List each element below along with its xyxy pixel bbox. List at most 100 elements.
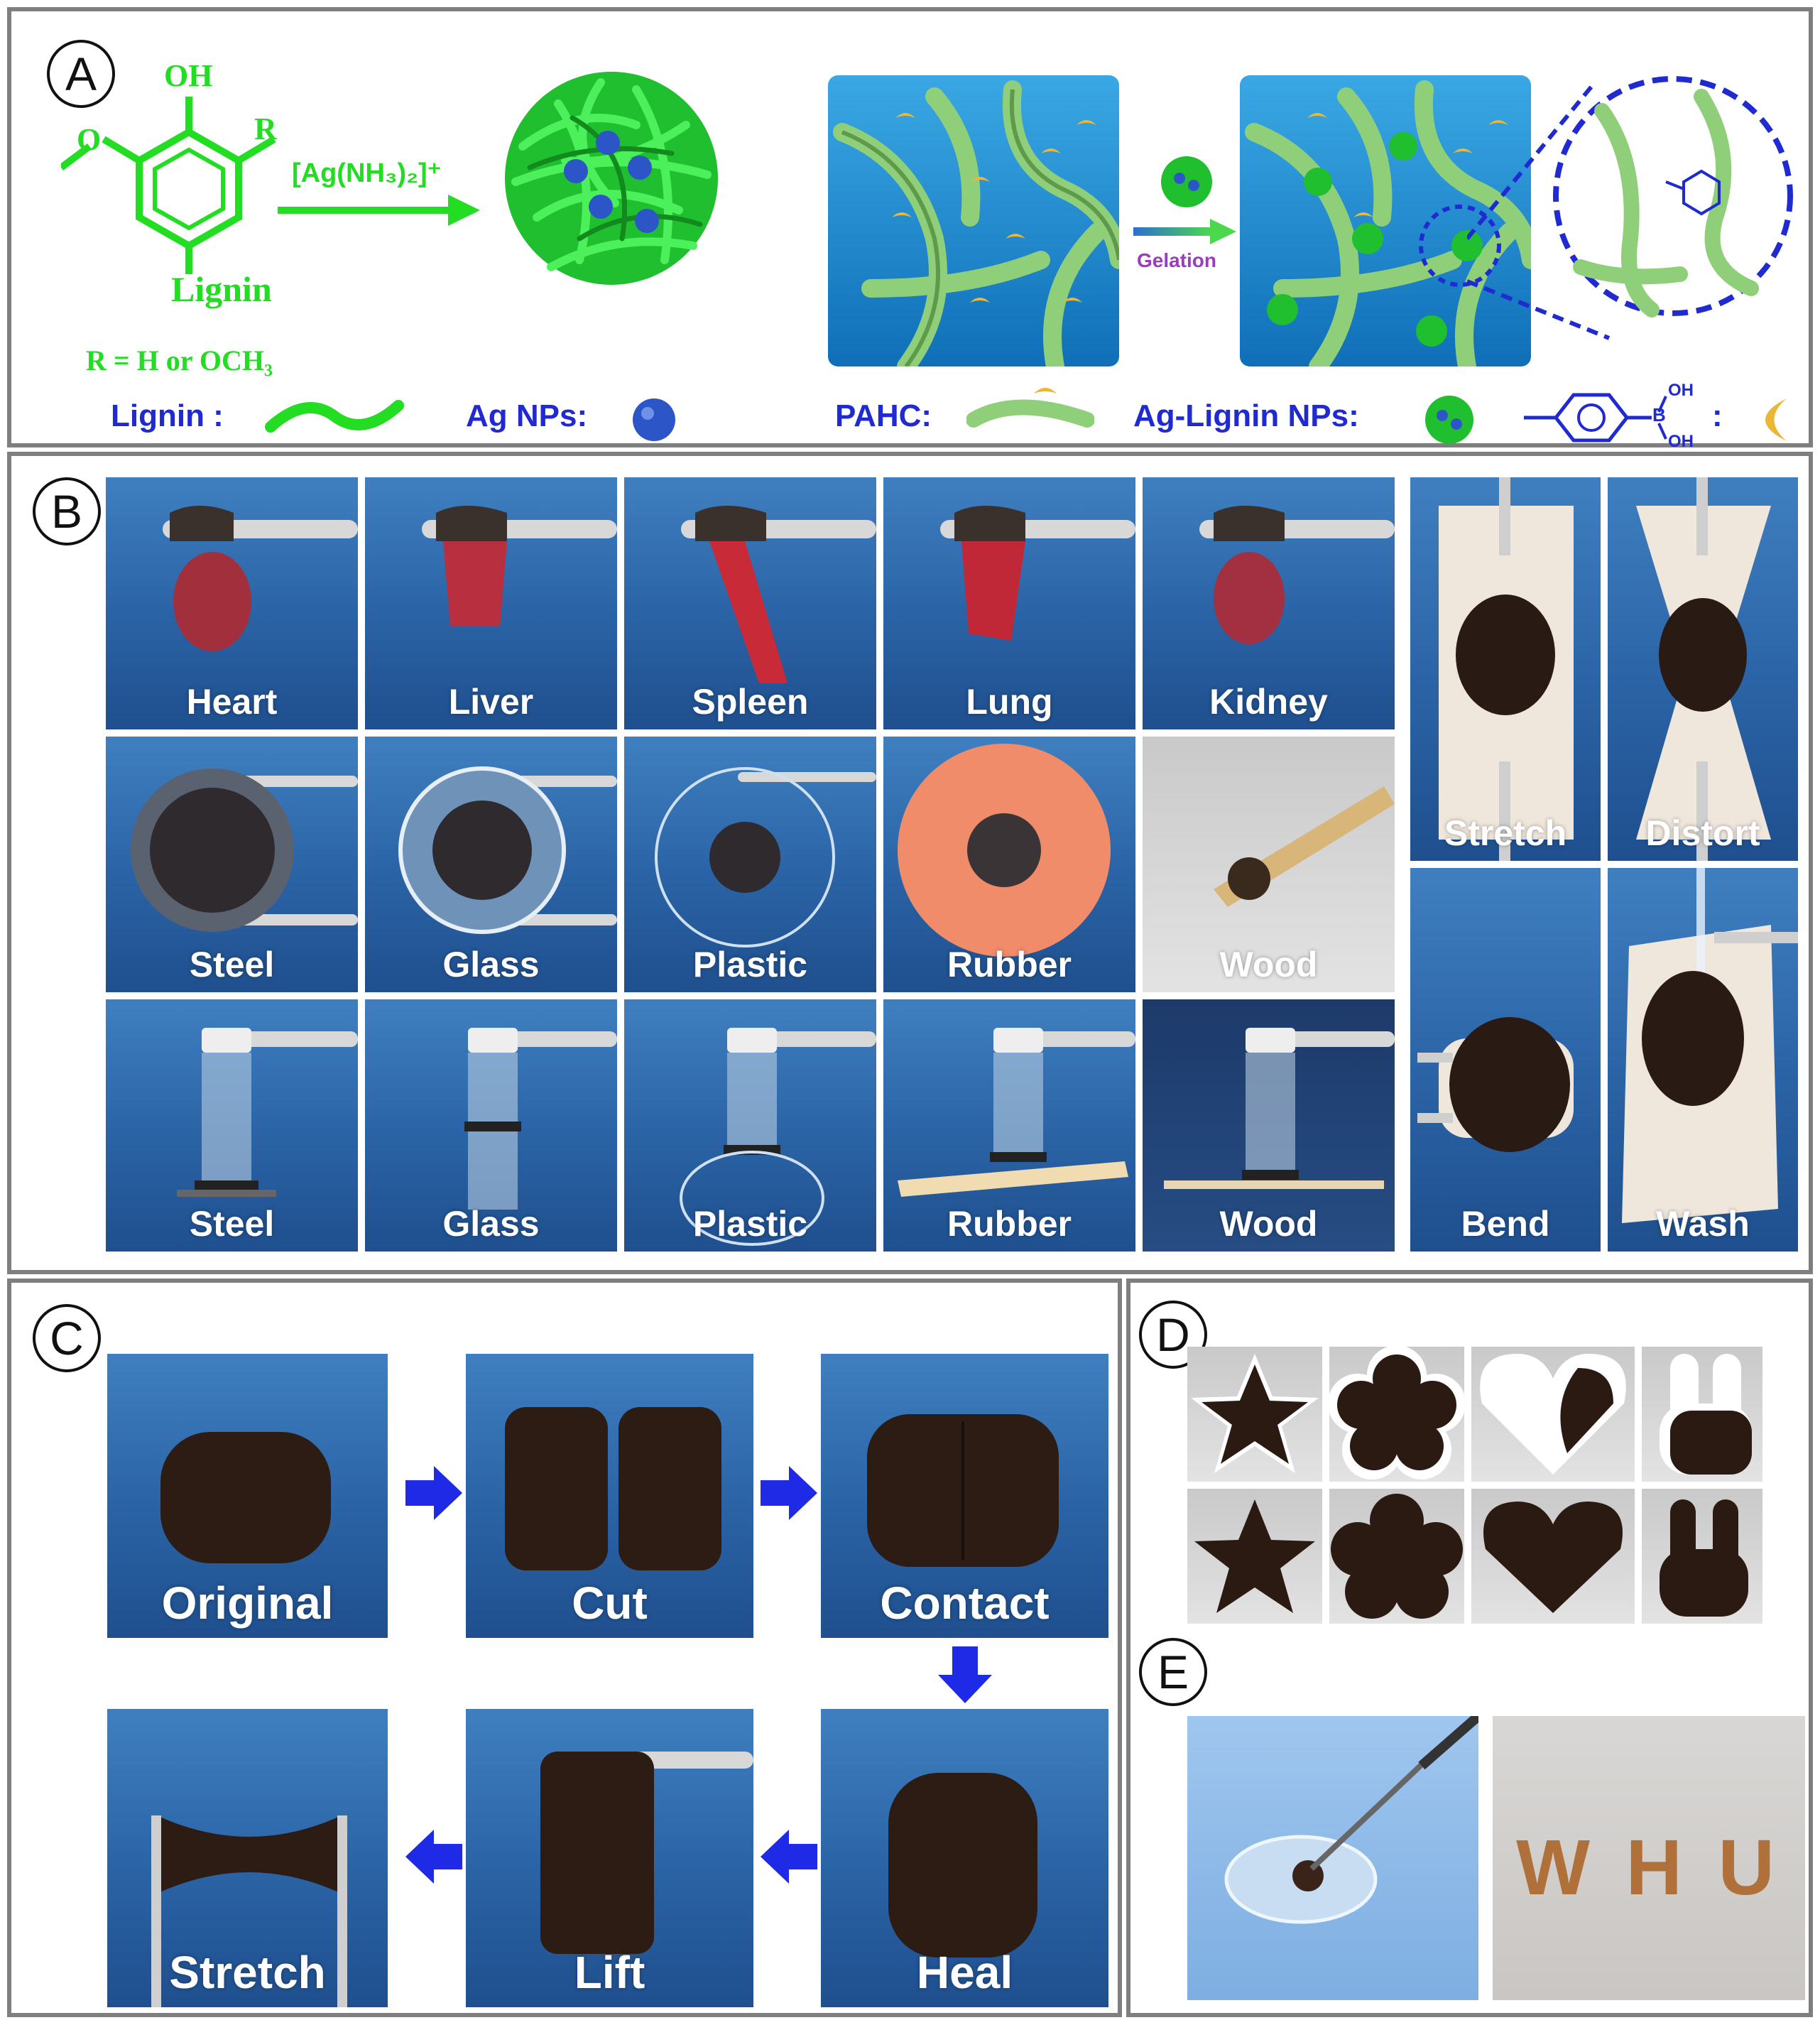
photo-plastic-vial: Plastic — [624, 999, 876, 1252]
photo-kidney: Kidney — [1143, 477, 1395, 729]
photo-distort: Distort — [1608, 477, 1798, 861]
skin-wash-gel — [1622, 868, 1798, 1223]
caption-wood-vial: Wood — [1219, 1204, 1318, 1244]
photo-heal: Heal — [821, 1709, 1108, 2007]
flower-mold-gel — [1329, 1347, 1464, 1480]
panel-a-label: A — [47, 40, 115, 108]
mold-bunny — [1642, 1347, 1762, 1482]
photo-glass-vial: Glass — [365, 999, 617, 1252]
photo-cut: Cut — [466, 1354, 753, 1638]
tweezer-organ-liver — [422, 506, 617, 626]
photo-stretch: Stretch — [1410, 477, 1601, 861]
pahc-network-box — [828, 75, 1119, 367]
tweezer-organ-spleen — [681, 506, 876, 683]
caption-heart: Heart — [186, 682, 278, 722]
zoom-lines — [1467, 76, 1793, 340]
skin-distort-gel — [1636, 477, 1771, 861]
legend-ag-lignin-nps: Ag-Lignin NPs: — [1133, 398, 1359, 433]
arrow-right-2-icon — [761, 1466, 817, 1520]
skin-bend-gel — [1417, 1017, 1574, 1152]
caption-wash: Wash — [1656, 1204, 1750, 1244]
photo-lift: Lift — [466, 1709, 753, 2007]
photo-glass-disc: Glass — [365, 737, 617, 992]
mold-heart — [1471, 1347, 1635, 1482]
panel-e-label: E — [1139, 1638, 1207, 1706]
mold-flower — [1329, 1347, 1464, 1482]
photo-stretch-c: Stretch — [107, 1709, 388, 2007]
gelation-label: Gelation — [1137, 249, 1217, 271]
photo-injection — [1187, 1716, 1478, 2000]
caption-original: Original — [161, 1578, 334, 1629]
vial-rubber — [898, 1028, 1135, 1197]
rubber-ball-gel — [898, 744, 1111, 957]
photo-spleen: Spleen — [624, 477, 876, 729]
heart-mold-gel — [1480, 1354, 1626, 1475]
syringe-injection — [1224, 1716, 1478, 1924]
lignin-structure — [61, 97, 276, 274]
caption-distort: Distort — [1645, 813, 1760, 853]
gel-contact — [867, 1414, 1059, 1567]
gel-heal — [888, 1773, 1037, 1958]
vial-glass — [464, 1028, 617, 1210]
gel-original — [160, 1432, 331, 1563]
reagent-label: [Ag(NH₃)₂]⁺ — [292, 158, 442, 188]
star-gel — [1194, 1499, 1315, 1613]
panel-d-label: D — [1139, 1301, 1207, 1369]
photo-wood-vial: Wood — [1143, 999, 1395, 1252]
gel-network-box — [1240, 75, 1531, 367]
shape-flower — [1329, 1489, 1464, 1624]
whu-letters: W H U — [1516, 1824, 1782, 1911]
photo-wood-stick: Wood — [1143, 737, 1395, 992]
tweezer-organ-kidney — [1199, 506, 1395, 644]
panel-b-label: B — [33, 477, 101, 545]
lignin-label: Lignin — [171, 269, 272, 309]
photo-wash: Wash — [1608, 868, 1798, 1252]
tweezer-organ-lung — [940, 506, 1135, 641]
photo-contact: Contact — [821, 1354, 1108, 1638]
caption-spleen: Spleen — [692, 682, 809, 722]
boronic-oh-bottom: OH — [1668, 432, 1694, 451]
caption-glass-vial: Glass — [442, 1204, 540, 1244]
caption-stretch: Stretch — [1444, 813, 1567, 853]
pahc-icon — [966, 388, 1094, 428]
bunny-mold-gel — [1660, 1354, 1752, 1475]
gelation-nanoparticle-icon — [1161, 156, 1212, 207]
skin-stretch-gel — [1439, 477, 1574, 861]
legend-pahc: PAHC: — [835, 398, 932, 433]
caption-bend: Bend — [1461, 1204, 1550, 1244]
boronic-colon: : — [1712, 398, 1723, 433]
photo-heart: Heart — [106, 477, 358, 729]
photo-original: Original — [107, 1354, 388, 1638]
lignin-chain-icon — [265, 400, 404, 433]
vial-steel — [177, 1028, 358, 1197]
shape-star — [1187, 1489, 1322, 1624]
r-definition: R = H or OCH₃ — [86, 344, 273, 376]
caption-rubber-ball: Rubber — [947, 945, 1072, 984]
phenylboronic-acid-icon — [1524, 393, 1667, 443]
oh-label: OH — [164, 58, 213, 93]
ag-lignin-np-icon — [1425, 396, 1473, 444]
panel-c: C Original Cut Contact Heal Lift Stretch — [7, 1278, 1122, 2017]
legend-ag-nps: Ag NPs: — [466, 398, 588, 433]
o-label: O — [77, 122, 102, 157]
panel-c-label: C — [33, 1304, 101, 1372]
caption-rubber-vial: Rubber — [947, 1204, 1072, 1244]
photo-lung: Lung — [883, 477, 1135, 729]
mold-star — [1187, 1347, 1322, 1482]
ag-np-icon — [633, 398, 675, 441]
glass-dish-gel — [398, 766, 617, 934]
boronic-oh-top: OH — [1668, 381, 1694, 400]
photo-bend: Bend — [1410, 868, 1601, 1252]
gel-stretch-between-tweezers — [151, 1815, 347, 2007]
star-mold-gel — [1191, 1354, 1319, 1473]
caption-heal: Heal — [916, 1947, 1013, 1998]
ag-lignin-nanoparticle — [505, 72, 718, 285]
caption-plastic-vial: Plastic — [692, 1204, 808, 1244]
bunny-gel — [1660, 1499, 1748, 1617]
photo-rubber-ball: Rubber — [883, 737, 1135, 992]
arrow-left-1-icon — [761, 1830, 817, 1884]
shape-bunny — [1642, 1489, 1762, 1624]
caption-wood-stick: Wood — [1219, 945, 1318, 984]
panel-de: D E W H U — [1126, 1278, 1813, 2017]
photo-steel-disc: Steel — [106, 737, 358, 992]
